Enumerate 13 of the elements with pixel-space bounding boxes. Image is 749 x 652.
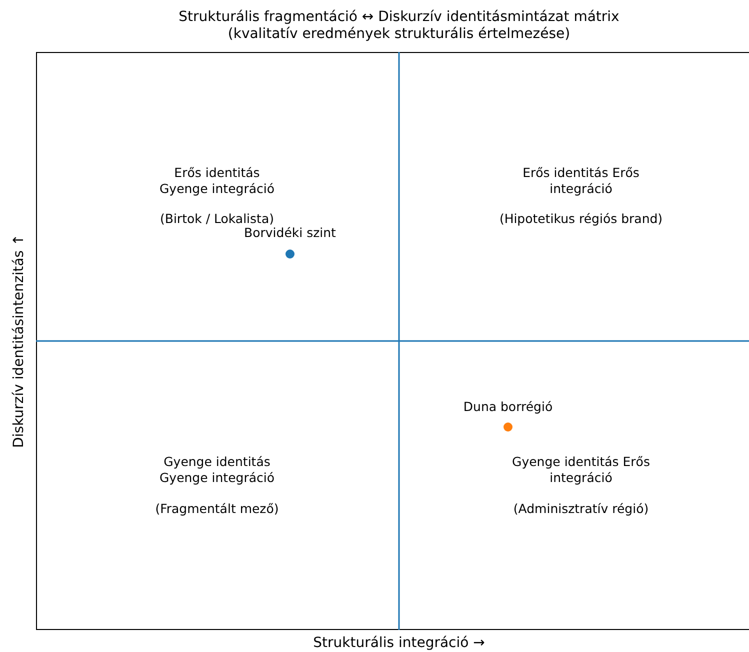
- quadrant-note: (Adminisztratív régió): [513, 501, 649, 517]
- axis-label: Strukturális integráció →: [313, 635, 485, 651]
- chart-title: Strukturális fragmentáció ↔ Diskurzív identitásmintázat mátrix (kvalitatív eredmények strukturális értelmezése): [178, 9, 620, 43]
- axis-label: Diskurzív identitásintenzitás ↑: [11, 234, 27, 448]
- quadrant-label: Gyenge identitás Erős integráció: [511, 454, 651, 486]
- quadrant-label: Erős identitás Erős integráció: [522, 165, 640, 197]
- quadrant-note: (Fragmentált mező): [155, 501, 279, 517]
- quadrant-label: Gyenge identitás Gyenge integráció: [158, 454, 276, 486]
- quadrant-note: (Hipotetikus régiós brand): [499, 211, 663, 227]
- quadrant-label: Erős identitás Gyenge integráció: [158, 165, 276, 197]
- quadrant-note: (Birtok / Lokalista): [160, 211, 274, 227]
- point-label: Duna borrégió: [463, 399, 553, 415]
- point-label: Borvidéki szint: [244, 225, 336, 241]
